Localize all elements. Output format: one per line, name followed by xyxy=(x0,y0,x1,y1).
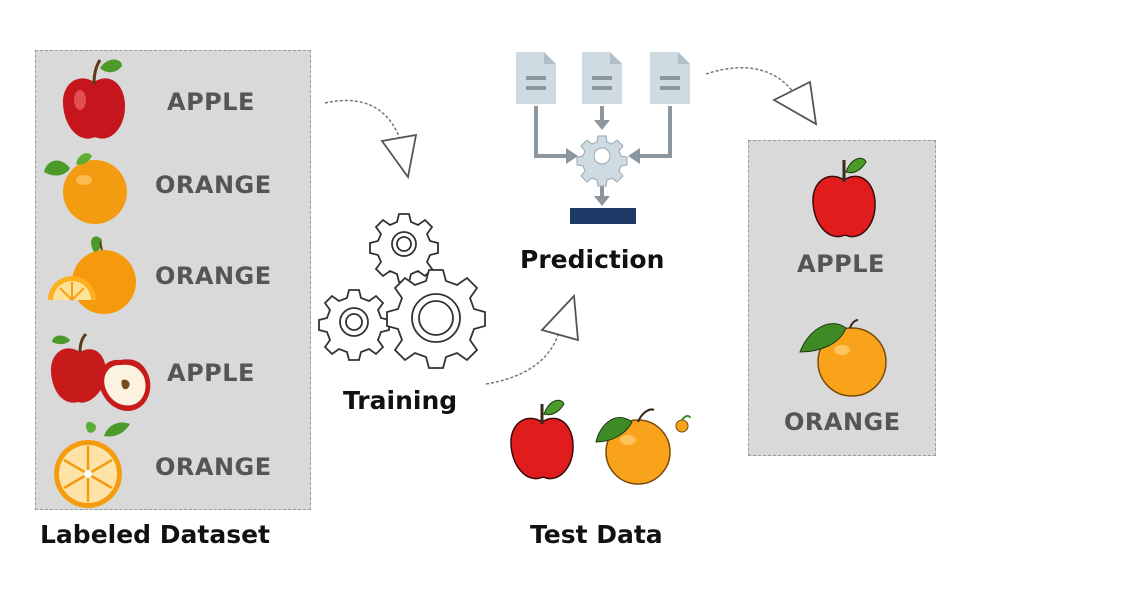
result-apple-icon xyxy=(812,157,876,238)
orange-icon xyxy=(44,153,127,224)
arrow-to-training-icon xyxy=(324,99,418,180)
training-caption: Training xyxy=(343,386,458,415)
apple-half-icon xyxy=(50,332,151,412)
result-label-orange: ORANGE xyxy=(784,408,901,436)
dataset-label-4: APPLE xyxy=(167,359,255,387)
dataset-label-1: APPLE xyxy=(167,88,255,116)
test-data-caption: Test Data xyxy=(530,520,663,549)
arrow-to-result-icon xyxy=(705,66,818,126)
arrow-to-prediction-icon xyxy=(485,293,580,385)
test-apple-icon xyxy=(510,399,574,480)
test-orange-icon xyxy=(595,408,691,485)
orange-cut-icon xyxy=(54,421,130,508)
document-gear-icon xyxy=(516,52,690,224)
result-label-apple: APPLE xyxy=(797,250,885,278)
labeled-dataset-caption: Labeled Dataset xyxy=(40,520,271,549)
prediction-caption: Prediction xyxy=(520,245,665,274)
dataset-label-3: ORANGE xyxy=(155,262,272,290)
result-orange-icon xyxy=(799,319,887,397)
dataset-label-2: ORANGE xyxy=(155,171,272,199)
gears-icon xyxy=(318,213,486,369)
orange-slice-icon xyxy=(48,236,136,314)
dataset-label-5: ORANGE xyxy=(155,453,272,481)
apple-icon xyxy=(62,59,126,139)
